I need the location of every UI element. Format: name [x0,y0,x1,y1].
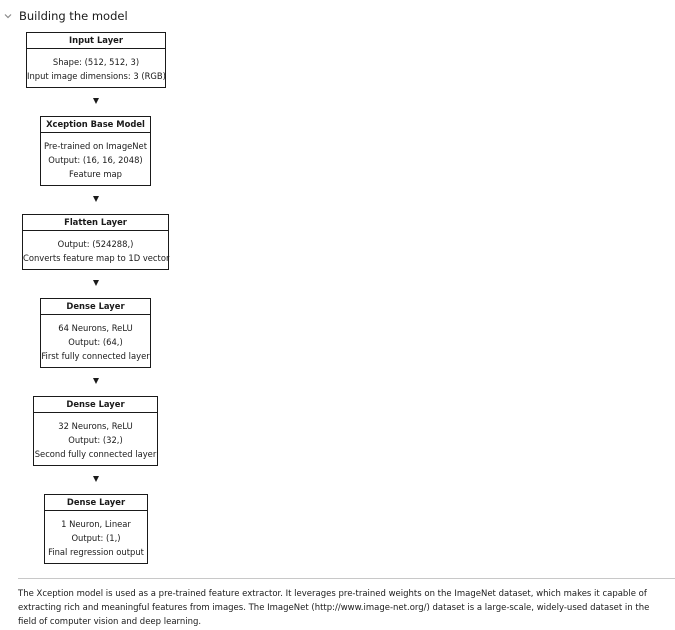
node-text: Second fully connected layer [34,449,157,459]
flow-arrow [92,378,99,384]
node-text: Output: (1,) [71,533,121,543]
node-text: Shape: (512, 512, 3) [52,57,140,67]
description-paragraph: The Xception model is used as a pre-trai… [18,587,670,629]
flatten-layer-node: Flatten Layer Output: (524288,) Converts… [22,214,169,270]
imagenet-link[interactable]: http://www.image-net.org/ [314,603,427,613]
node-text: Final regression output [48,547,144,557]
node-text: 32 Neurons, ReLU [58,421,133,431]
node-title: Dense Layer [41,299,150,315]
node-title: Xception Base Model [41,117,150,133]
input-layer-node: Input Layer Shape: (512, 512, 3) Input i… [26,32,166,88]
node-title: Dense Layer [34,397,157,413]
flow-arrow [92,98,99,104]
flow-arrow [92,280,99,286]
description-text: ) dataset is a large-scale, widely-used … [18,603,650,627]
flow-arrow [92,196,99,202]
node-text: Output: (64,) [68,337,123,347]
node-text: Output: (524288,) [57,239,134,249]
node-text: 64 Neurons, ReLU [58,323,133,333]
section-header[interactable]: Building the model [0,7,128,25]
node-title: Dense Layer [45,495,147,511]
dense-layer-output-node: Dense Layer 1 Neuron, Linear Output: (1,… [44,494,148,564]
node-text: Output: (32,) [68,435,123,445]
chevron-down-icon[interactable] [3,11,13,21]
node-title: Input Layer [27,33,165,49]
dense-layer-64-node: Dense Layer 64 Neurons, ReLU Output: (64… [40,298,151,368]
dense-layer-32-node: Dense Layer 32 Neurons, ReLU Output: (32… [33,396,158,466]
node-text: Feature map [69,169,122,179]
cell-divider [18,578,675,579]
section-title: Building the model [19,9,128,23]
node-text: 1 Neuron, Linear [61,519,131,529]
model-architecture-diagram: Input Layer Shape: (512, 512, 3) Input i… [0,0,200,570]
node-text: Input image dimensions: 3 (RGB) [27,71,166,81]
node-text: Output: (16, 16, 2048) [48,155,143,165]
node-text: First fully connected layer [41,351,150,361]
node-text: Converts feature map to 1D vector [23,253,170,263]
description-text: The Xception model is used as a pre-trai… [18,589,647,613]
node-text: Pre-trained on ImageNet [44,141,147,151]
flow-arrow [92,476,99,482]
xception-base-model-node: Xception Base Model Pre-trained on Image… [40,116,151,186]
node-title: Flatten Layer [23,215,168,231]
